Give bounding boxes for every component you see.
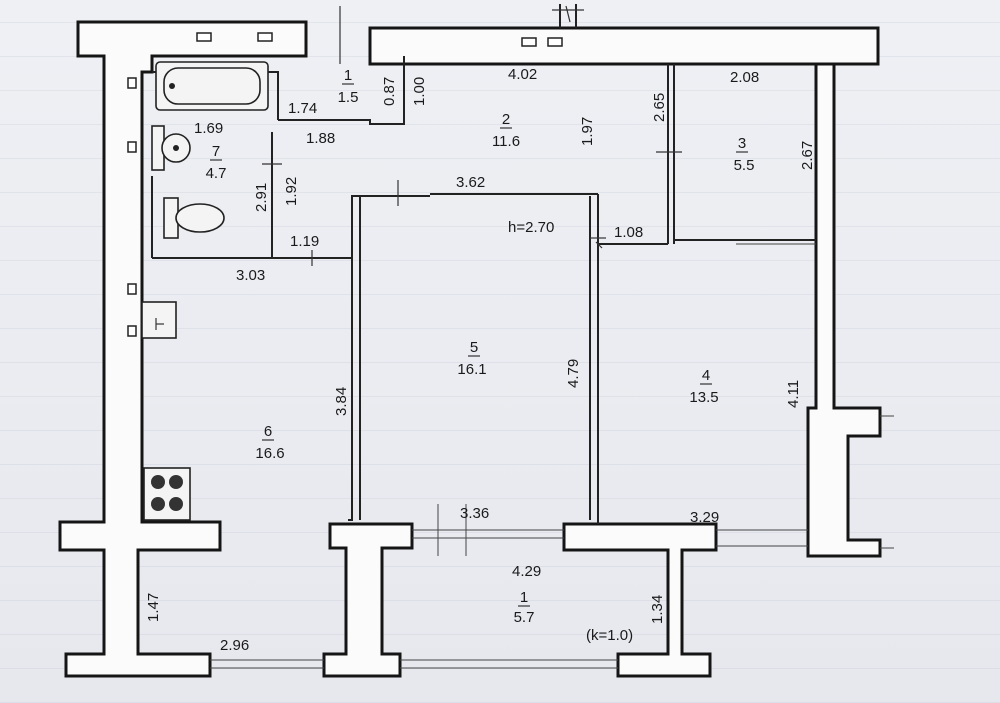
ceiling-height-label: h=2.70 (508, 219, 554, 236)
vent-icon (127, 283, 137, 295)
wall-top-right (368, 26, 880, 66)
dim-3-29: 3.29 (690, 509, 719, 526)
room-4-number: 4 (702, 367, 710, 384)
dim-4-11: 4.11 (785, 380, 802, 408)
dim-1-47: 1.47 (145, 593, 162, 622)
dimension-ticks (262, 151, 682, 266)
kitchen-sink-icon (141, 301, 177, 339)
dim-4-29: 4.29 (512, 563, 541, 580)
dim-1-88: 1.88 (306, 130, 335, 147)
wall-loggia-right (562, 522, 718, 678)
dim-1-74: 1.74 (288, 100, 317, 117)
room-5-number: 5 (470, 339, 478, 356)
bathtub-icon (155, 61, 269, 111)
room-1-area: 5.7 (514, 609, 535, 626)
vents (127, 32, 563, 337)
wall-top-left (58, 20, 308, 678)
dim-0-87: 0.87 (381, 77, 398, 106)
room-1-number: 1 (520, 589, 528, 606)
vent-icon (127, 77, 137, 89)
dim-1-92: 1.92 (283, 177, 300, 206)
dim-2-91: 2.91 (253, 183, 270, 212)
walls (58, 20, 882, 678)
room-labels: 1 5.7 2 11.6 3 5.5 4 13.5 5 16.1 6 16.6 … (206, 67, 755, 644)
stove-icon (143, 467, 191, 521)
dim-2-65: 2.65 (651, 93, 668, 122)
room-wc-area: 1.5 (338, 89, 359, 106)
dim-1-97: 1.97 (579, 117, 596, 146)
dim-1-34: 1.34 (649, 595, 666, 624)
dim-1-69: 1.69 (194, 120, 223, 137)
dim-4-02: 4.02 (508, 66, 537, 83)
dim-3-03: 3.03 (236, 267, 265, 284)
vent-icon (127, 141, 137, 153)
room-7-number: 7 (212, 143, 220, 160)
coefficient-label: (k=1.0) (586, 627, 633, 644)
dim-3-36: 3.36 (460, 505, 489, 522)
dim-2-67: 2.67 (799, 141, 816, 170)
room-6-number: 6 (264, 423, 272, 440)
dim-1-19: 1.19 (290, 233, 319, 250)
room-6-area: 16.6 (255, 445, 284, 462)
dim-2-08: 2.08 (730, 69, 759, 86)
vent-icon (521, 37, 537, 47)
dim-3-84: 3.84 (333, 387, 350, 416)
room-wc-number: 1 (344, 67, 352, 84)
dim-1-08: 1.08 (614, 224, 643, 241)
dim-1-00: 1.00 (411, 77, 428, 106)
room-5-area: 16.1 (457, 361, 486, 378)
vent-icon (196, 32, 212, 42)
dim-3-62: 3.62 (456, 174, 485, 191)
wall-pier-left (322, 522, 414, 678)
dim-2-96: 2.96 (220, 637, 249, 654)
dim-4-79: 4.79 (565, 359, 582, 388)
wall-right (806, 62, 882, 558)
room-2-area: 11.6 (492, 133, 520, 150)
vent-icon (547, 37, 563, 47)
room-4-area: 13.5 (689, 389, 718, 406)
vent-icon (257, 32, 273, 42)
partitions (151, 56, 816, 524)
sink-icon (151, 125, 191, 171)
room-7-area: 4.7 (206, 165, 227, 182)
vent-icon (127, 325, 137, 337)
toilet-icon (163, 197, 225, 239)
room-3-area: 5.5 (734, 157, 755, 174)
room-2-number: 2 (502, 111, 510, 128)
windows (210, 415, 894, 669)
dimension-labels: 4.02 2.08 1.69 1.74 1.88 3.62 1.19 3.03 … (145, 66, 816, 654)
room-3-number: 3 (738, 135, 746, 152)
duct-top (552, 4, 584, 28)
